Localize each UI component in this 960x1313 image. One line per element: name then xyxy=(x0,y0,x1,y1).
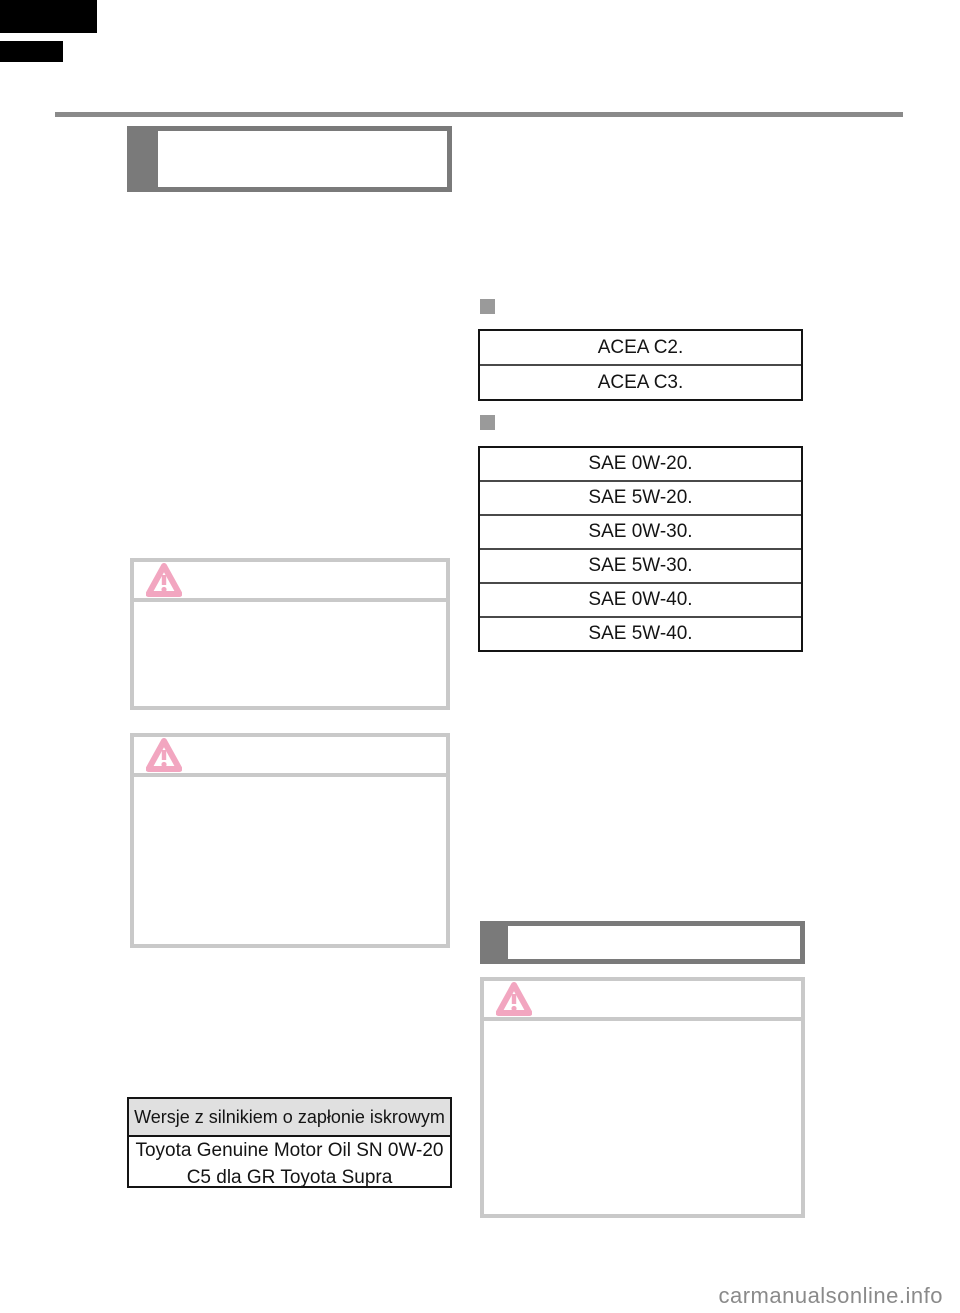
caution-box-2-header xyxy=(134,737,446,777)
table-row: SAE 5W-30. xyxy=(480,548,801,582)
table-row: ACEA C2. xyxy=(597,336,684,358)
header-black-block-bottom xyxy=(0,41,63,62)
caution-box-3 xyxy=(480,977,805,1218)
header-black-block-top xyxy=(0,0,97,33)
caution-box-1-header xyxy=(134,562,446,602)
engine-oil-table: Wersje z silnikiem o zapłonie iskrowym T… xyxy=(127,1097,452,1188)
engine-oil-table-body: Toyota Genuine Motor Oil SN 0W-20 C5 dla… xyxy=(129,1137,450,1190)
square-bullet-icon xyxy=(480,415,495,430)
table-row: SAE 0W-40. xyxy=(480,582,801,616)
warning-triangle-icon xyxy=(146,563,182,597)
sae-spec-table: SAE 0W-20. SAE 5W-20. SAE 0W-30. SAE 5W-… xyxy=(478,446,803,652)
table-row: SAE 0W-30. xyxy=(480,514,801,548)
caution-box-3-header xyxy=(484,981,801,1021)
square-bullet-icon xyxy=(480,299,495,314)
warning-triangle-icon xyxy=(146,738,182,772)
table-row: SAE 0W-20. xyxy=(588,453,693,474)
table-row: SAE 5W-40. xyxy=(480,616,801,650)
oil-spec-line: C5 dla GR Toyota Supra xyxy=(186,1166,393,1188)
caution-box-2 xyxy=(130,733,450,948)
caution-box-1 xyxy=(130,558,450,710)
table-row: SAE 5W-20. xyxy=(480,480,801,514)
section-title-box-left xyxy=(127,126,452,192)
table-row: ACEA C3. xyxy=(480,364,801,399)
warning-triangle-icon xyxy=(496,982,532,1016)
watermark-text: carmanualsonline.info xyxy=(718,1283,943,1308)
section-title-box-right xyxy=(480,921,805,964)
section-title-box-right-interior xyxy=(508,926,800,959)
engine-oil-table-header: Wersje z silnikiem o zapłonie iskrowym xyxy=(129,1099,450,1137)
section-title-box-left-interior xyxy=(158,131,447,187)
oil-spec-line: Toyota Genuine Motor Oil SN 0W-20 xyxy=(135,1139,444,1161)
header-rule xyxy=(55,112,903,117)
acea-spec-table: ACEA C2. ACEA C3. xyxy=(478,329,803,401)
